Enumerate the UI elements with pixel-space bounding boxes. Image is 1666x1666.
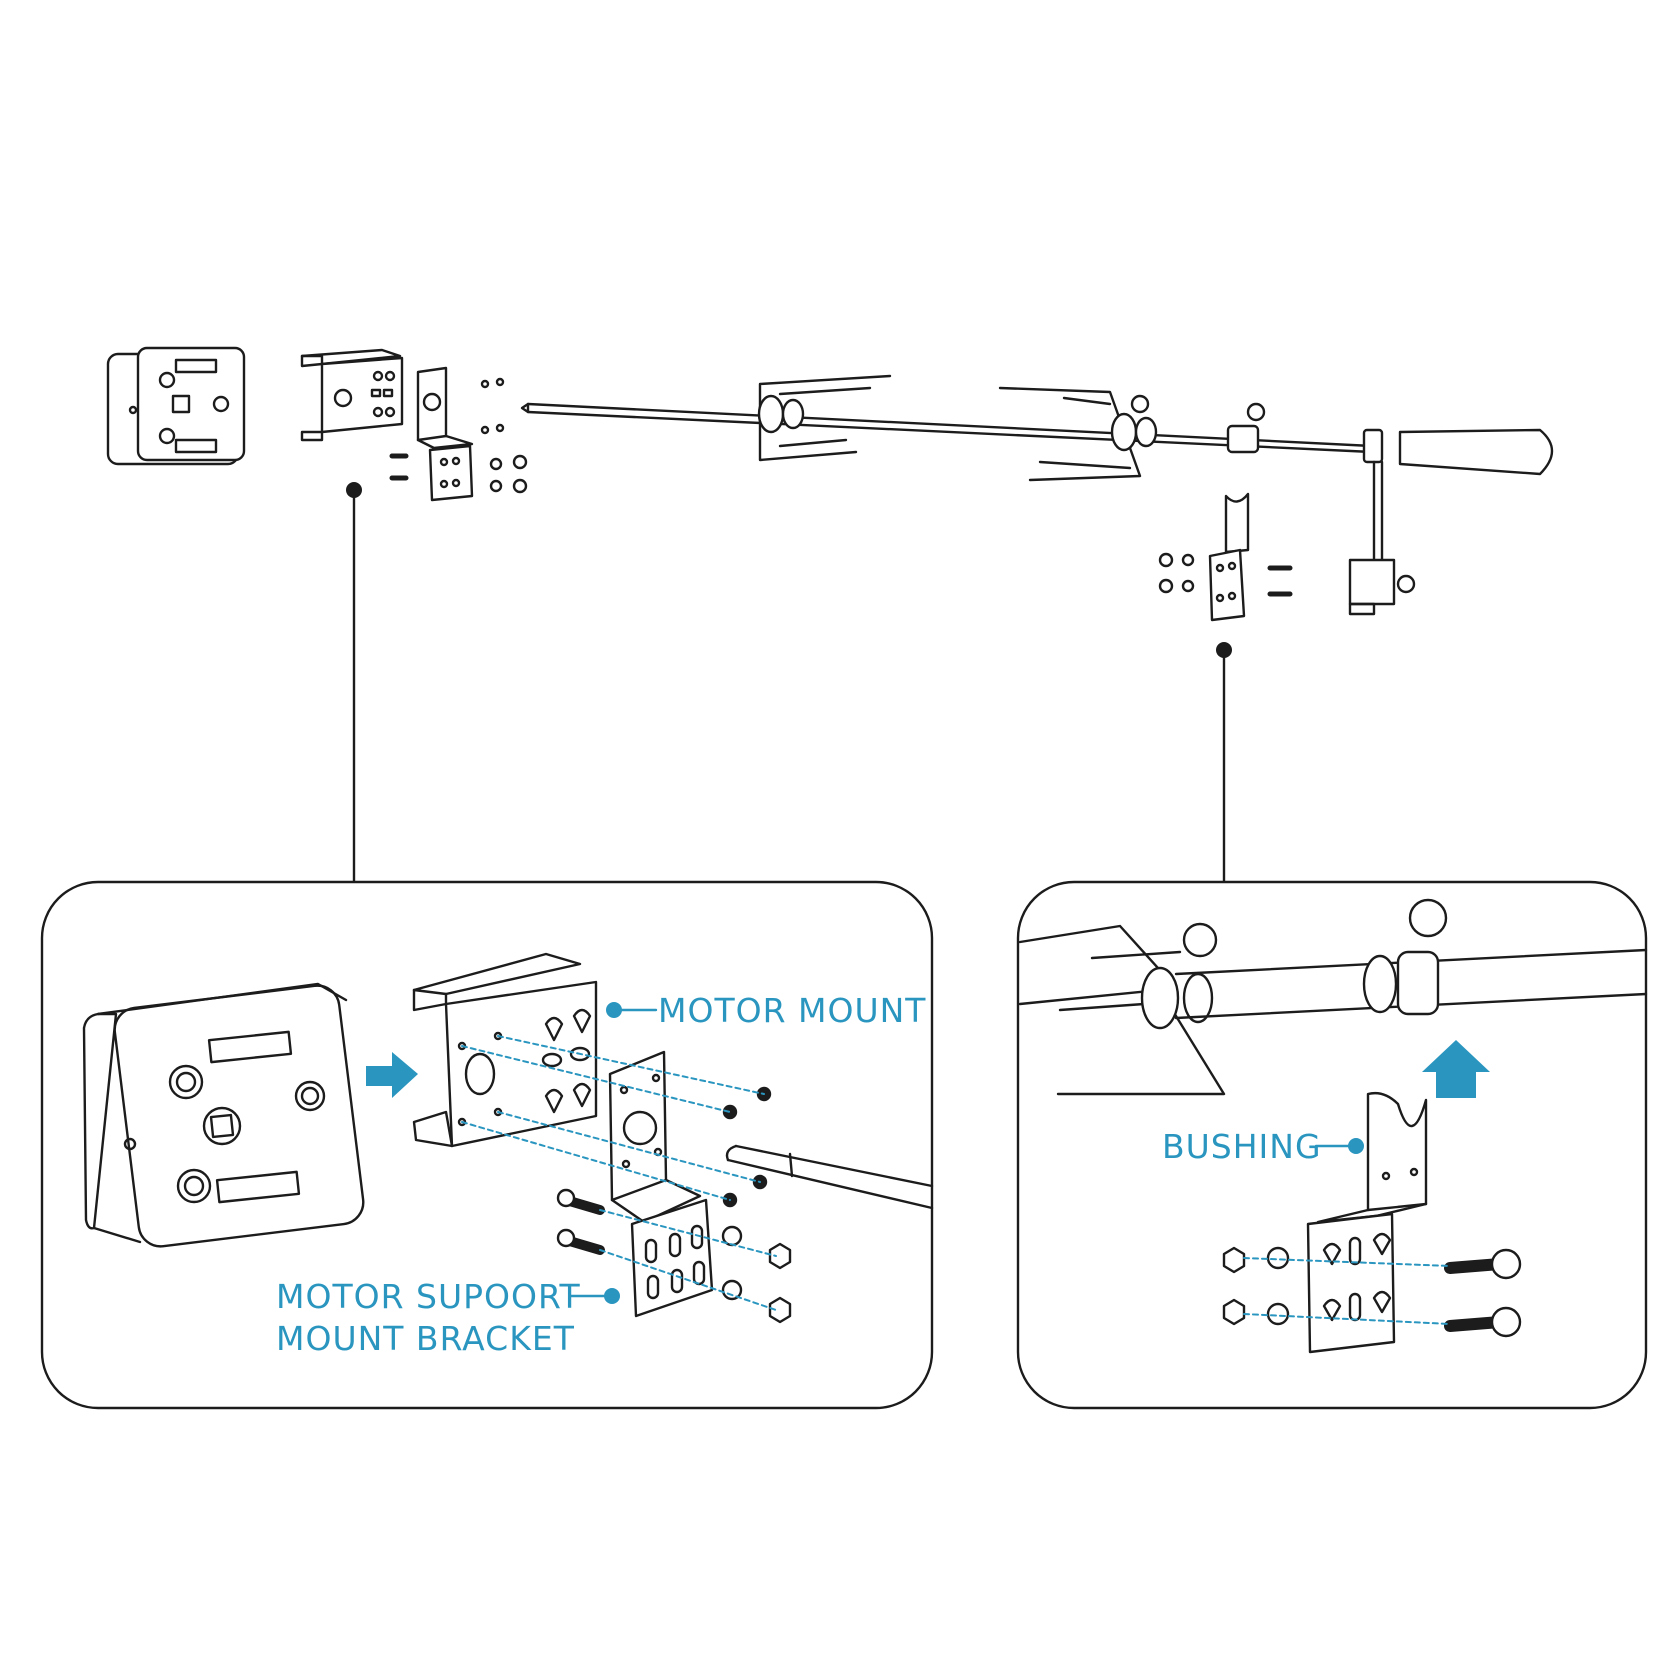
callout-connector-bushing [1314, 1138, 1364, 1154]
detail-hardware-right [1222, 1246, 1522, 1338]
blue-arrow-up [1422, 1040, 1490, 1098]
overview-motor-mount [300, 348, 404, 442]
detail-motor-box [82, 982, 365, 1248]
overview-bushing-hardware [1158, 492, 1293, 622]
overview-small-hardware-left [389, 377, 528, 494]
callout-motor-support-line1: MOTOR SUPOORT [276, 1277, 581, 1316]
callout-motor-mount: MOTOR MOUNT [658, 991, 927, 1030]
dashed-guide-lines-left [461, 1035, 777, 1311]
overview-motor-box [106, 346, 246, 466]
callout-connector-motor-support [568, 1288, 620, 1304]
leader-line-right [1216, 642, 1232, 884]
leader-line-left [346, 482, 362, 884]
dashed-guide-lines-right [1243, 1257, 1451, 1325]
detail-spit-fork-and-rod [1018, 898, 1648, 1096]
overview-spit-rod [520, 374, 1554, 616]
callout-motor-support-line2: MOUNT BRACKET [276, 1319, 575, 1358]
detail-motor-support-bracket [608, 1050, 714, 1318]
overview-motor-support-bracket [416, 366, 474, 502]
callout-bushing: BUSHING [1162, 1127, 1322, 1166]
detail-spit-rod-end [725, 1144, 934, 1210]
detail-motor-mount [412, 952, 598, 1148]
callout-connector-motor-mount [606, 1002, 658, 1018]
blue-arrow-right [366, 1052, 418, 1098]
